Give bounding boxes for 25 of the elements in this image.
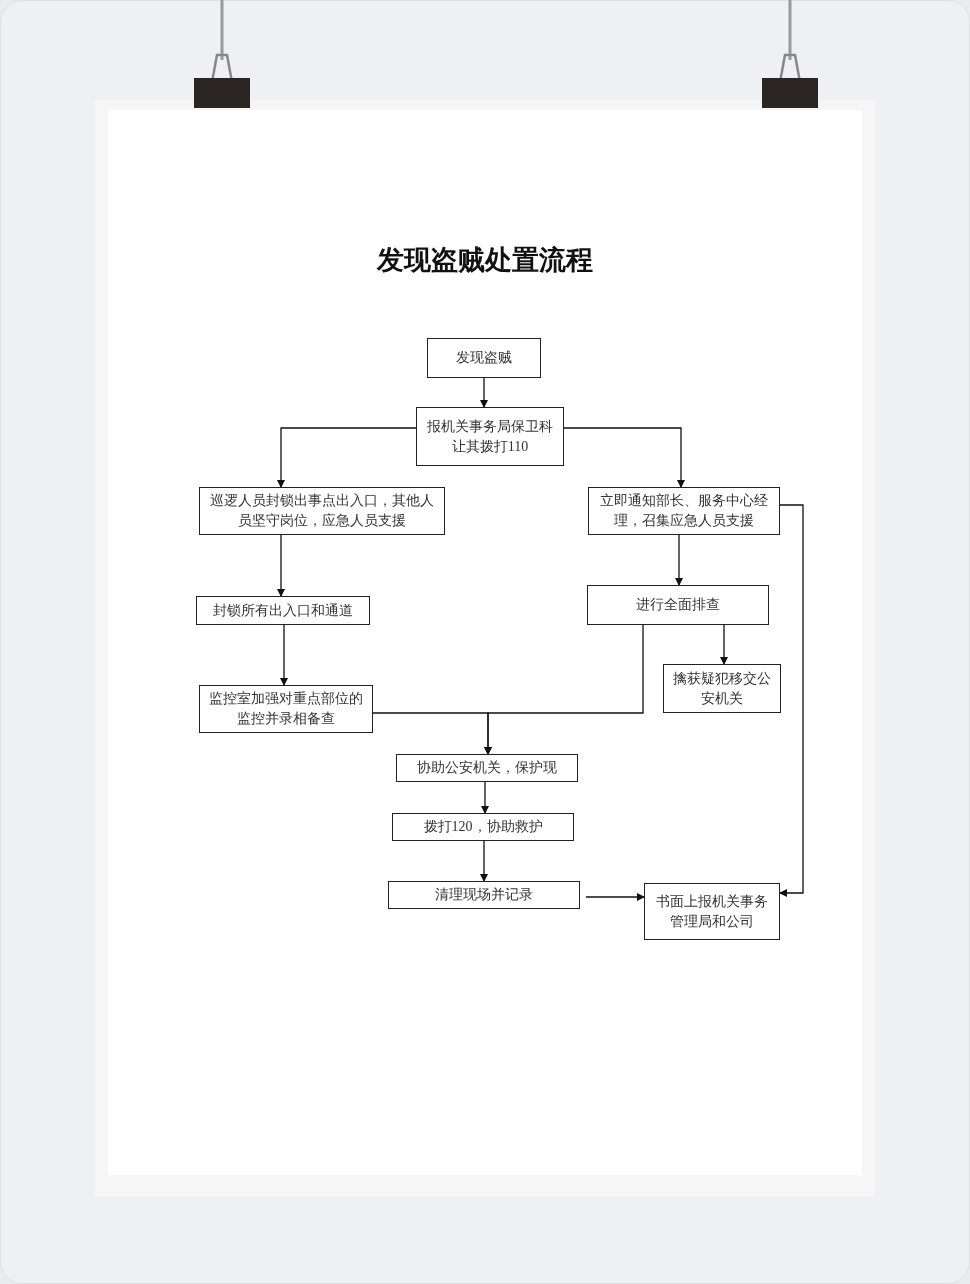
process-box: 封锁所有出入口和通道 [196, 596, 370, 625]
process-box: 立即通知部长、服务中心经理，召集应急人员支援 [588, 487, 780, 535]
process-box: 清理现场并记录 [388, 881, 580, 909]
arrow [720, 624, 728, 665]
arrow [277, 534, 285, 597]
arrow [675, 534, 683, 586]
title: 发现盗贼处置流程 [375, 243, 594, 277]
arrow [280, 624, 288, 686]
process-box: 擒获疑犯移交公安机关 [663, 664, 781, 713]
arrow [481, 781, 489, 814]
arrow [563, 427, 685, 488]
process-box: 报机关事务局保卫科让其拨打110 [416, 407, 564, 466]
process-box: 监控室加强对重点部位的监控并录相备查 [199, 685, 373, 733]
process-box: 拨打120，协助救护 [392, 813, 574, 841]
arrow [779, 504, 804, 897]
process-box: 进行全面排查 [587, 585, 769, 625]
process-box: 书面上报机关事务管理局和公司 [644, 883, 780, 940]
arrow [484, 624, 644, 755]
process-box: 协助公安机关，保护现 [396, 754, 578, 782]
arrow [277, 427, 417, 488]
process-box: 巡逻人员封锁出事点出入口，其他人员坚守岗位，应急人员支援 [199, 487, 445, 535]
arrow [585, 893, 645, 901]
arrow [480, 840, 488, 882]
arrow [480, 377, 488, 408]
process-box: 发现盗贼 [427, 338, 541, 378]
